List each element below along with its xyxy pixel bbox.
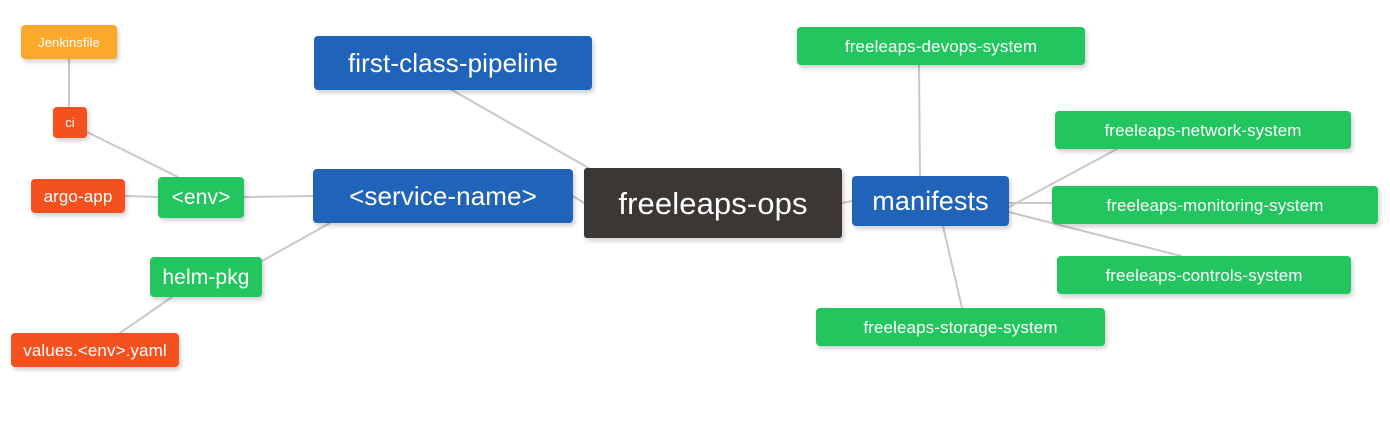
mindmap-node-label: freeleaps-devops-system [844, 36, 1038, 56]
mindmap-node-label: Jenkinsfile [38, 34, 100, 50]
mindmap-node-jenkinsfile[interactable]: Jenkinsfile [21, 25, 117, 59]
edge-manifests-to-freeleaps-storage-system [942, 225, 963, 309]
mindmap-node-freeleaps-ops[interactable]: freeleaps-ops [584, 168, 842, 238]
mindmap-node-freeleaps-network-system[interactable]: freeleaps-network-system [1055, 111, 1351, 149]
mindmap-node-ci[interactable]: ci [53, 107, 87, 138]
mindmap-node-freeleaps-monitoring-system[interactable]: freeleaps-monitoring-system [1052, 186, 1378, 224]
mindmap-node-freeleaps-controls-system[interactable]: freeleaps-controls-system [1057, 256, 1351, 294]
edge-freeleaps-ops-to-first-class-pipeline [451, 89, 593, 171]
edge-service-name-to-helm-pkg [261, 222, 331, 262]
mindmap-node-label: manifests [872, 185, 989, 216]
mindmap-node-values-env-yaml[interactable]: values.<env>.yaml [11, 333, 179, 367]
edge-service-name-to-env [243, 195, 314, 198]
mindmap-node-label: freeleaps-controls-system [1105, 265, 1303, 285]
mindmap-node-label: helm-pkg [162, 265, 250, 289]
mindmap-node-env[interactable]: <env> [158, 177, 244, 218]
mindmap-node-freeleaps-devops-system[interactable]: freeleaps-devops-system [797, 27, 1085, 65]
mindmap-node-manifests[interactable]: manifests [852, 176, 1009, 226]
mindmap-node-service-name[interactable]: <service-name> [313, 169, 573, 223]
mindmap-node-label: freeleaps-monitoring-system [1106, 195, 1324, 215]
mindmap-node-label: values.<env>.yaml [23, 340, 167, 360]
mindmap-node-argo-app[interactable]: argo-app [31, 179, 125, 213]
mindmap-node-label: <env> [171, 186, 231, 209]
edge-freeleaps-ops-to-service-name [572, 195, 585, 204]
mindmap-node-label: freeleaps-network-system [1104, 120, 1302, 140]
edge-freeleaps-ops-to-manifests [841, 200, 853, 204]
mindmap-node-label: argo-app [43, 186, 113, 206]
mindmap-node-label: first-class-pipeline [347, 48, 559, 78]
mindmap-node-freeleaps-storage-system[interactable]: freeleaps-storage-system [816, 308, 1105, 346]
mindmap-node-label: <service-name> [349, 181, 537, 211]
mindmap-node-label: freeleaps-ops [618, 185, 808, 221]
mindmap-node-label: freeleaps-storage-system [863, 317, 1058, 337]
edge-env-to-argo-app [124, 195, 159, 198]
mindmap-node-helm-pkg[interactable]: helm-pkg [150, 257, 262, 297]
mindmap-node-first-class-pipeline[interactable]: first-class-pipeline [314, 36, 592, 90]
mindmap-node-label: ci [65, 115, 75, 130]
edge-env-to-ci [86, 131, 179, 178]
edge-manifests-to-freeleaps-devops-system [918, 64, 921, 177]
edge-helm-pkg-to-values-env-yaml [119, 296, 173, 334]
